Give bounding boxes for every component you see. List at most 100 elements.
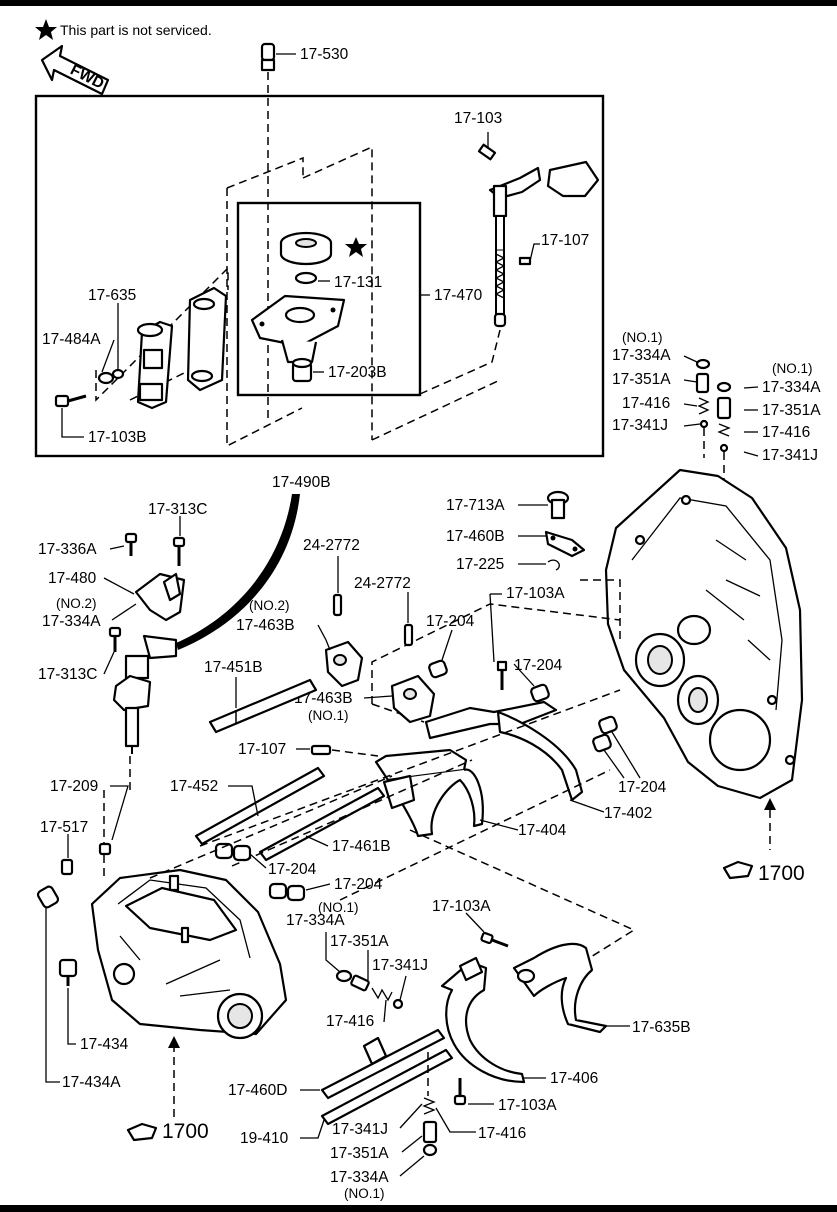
part-17-203B-bushing-icon — [291, 357, 313, 383]
label-17-203B: 17-203B — [328, 364, 387, 381]
part-17-635B-fork-icon — [512, 942, 608, 1034]
label-17-461B: 17-461B — [332, 838, 391, 855]
label-17-713A: 17-713A — [446, 497, 505, 514]
label-17-313C-bot: 17-313C — [38, 666, 97, 683]
detent-set-d-icon — [335, 969, 404, 1010]
part-17-484A-clip-icon — [97, 368, 125, 385]
inner-box-17-470 — [236, 201, 422, 397]
part-17-131-ring-icon — [294, 271, 318, 285]
label-17-434A: 17-434A — [62, 1074, 121, 1091]
label-17-334A-c: 17-334A — [42, 613, 101, 630]
part-17-451B-rod-icon — [208, 678, 318, 734]
label-17-451B: 17-451B — [204, 659, 263, 676]
label-17-416-d: 17-416 — [326, 1013, 374, 1030]
label-17-103A-top: 17-103A — [506, 585, 565, 602]
label-24-2772-a: 24-2772 — [303, 537, 360, 554]
label-17-635B: 17-635B — [632, 1019, 691, 1036]
part-17-103A-bolt-bot-icon — [453, 1078, 467, 1106]
detent-set-a-icon — [695, 358, 711, 429]
label-17-204-c: 17-204 — [618, 779, 667, 796]
label-17-404: 17-404 — [518, 822, 567, 839]
label-17-635: 17-635 — [88, 287, 136, 304]
label-17-406: 17-406 — [550, 1070, 598, 1087]
label-17-351A-a: 17-351A — [612, 371, 671, 388]
label-17-341J-a: 17-341J — [612, 417, 668, 434]
part-17-131-cap-icon — [279, 231, 333, 266]
label-17-470: 17-470 — [434, 287, 483, 304]
part-17-209-plug-icon — [98, 842, 112, 856]
label-17-484A: 17-484A — [42, 331, 101, 348]
label-17-103B: 17-103B — [88, 429, 147, 446]
label-17-463B-a: 17-463B — [236, 617, 295, 634]
label-17-416-b: 17-416 — [762, 424, 810, 441]
label-17-452: 17-452 — [170, 778, 218, 795]
reference-hand-icon-left — [126, 1122, 158, 1142]
label-17-402: 17-402 — [604, 805, 652, 822]
label-1700-right: 1700 — [758, 862, 805, 885]
part-17-204-bushing-b-icon — [530, 683, 550, 703]
label-17-313C-top: 17-313C — [148, 501, 207, 518]
part-17-313C-bolt-bot-icon — [108, 626, 122, 652]
right-transmission-case-icon — [604, 468, 804, 800]
label-17-416-a: 17-416 — [622, 395, 670, 412]
label-17-351A-e: 17-351A — [330, 1145, 389, 1162]
part-17-452-rod-icon — [194, 766, 326, 846]
part-17-204-bushing-d-icon — [214, 842, 252, 862]
part-17-463B-lug-b-icon — [390, 674, 436, 724]
not-serviced-star-icon — [345, 237, 367, 257]
star-icon — [35, 19, 57, 40]
label-17-460D: 17-460D — [228, 1082, 287, 1099]
label-17-341J-d: 17-341J — [372, 957, 428, 974]
detent-set-b-icon — [716, 381, 732, 453]
label-no1-d: (NO.1) — [318, 900, 359, 915]
part-24-2772-pin-b-icon — [403, 623, 414, 647]
part-17-204-bushing-a-icon — [428, 659, 448, 679]
part-shift-lever-icon — [477, 143, 600, 328]
label-17-530: 17-530 — [300, 46, 349, 63]
label-17-490B: 17-490B — [272, 474, 331, 491]
label-17-103: 17-103 — [454, 110, 502, 127]
part-17-406-fork-icon — [440, 956, 526, 1084]
label-17-336A: 17-336A — [38, 541, 97, 558]
part-17-463B-lug-a-icon — [324, 640, 364, 688]
part-24-2772-pin-a-icon — [332, 593, 343, 617]
label-17-107-top: 17-107 — [541, 232, 589, 249]
label-17-103A-bot: 17-103A — [498, 1097, 557, 1114]
label-17-517: 17-517 — [40, 819, 88, 836]
label-17-341J-e: 17-341J — [332, 1121, 388, 1138]
reference-hand-icon-right — [722, 860, 754, 880]
label-19-410: 19-410 — [240, 1130, 289, 1147]
part-17-530-bolt-icon — [260, 42, 276, 72]
label-17-209: 17-209 — [50, 778, 98, 795]
label-no2-a: (NO.2) — [56, 596, 97, 611]
bottom-border-bar — [0, 1205, 837, 1212]
part-shift-selector-icon — [112, 634, 178, 754]
part-17-434A-bolt-icon — [36, 885, 60, 909]
label-17-107-mid: 17-107 — [238, 741, 286, 758]
part-17-517-bolt-icon — [60, 858, 74, 876]
part-19-410-rod-icon — [320, 1048, 454, 1126]
part-17-460D-rod-icon — [320, 1028, 446, 1100]
part-17-404-fork-icon — [374, 748, 484, 838]
part-17-460D-lug-icon — [362, 1036, 388, 1066]
label-17-225: 17-225 — [456, 556, 504, 573]
not-serviced-note: This part is not serviced. — [60, 22, 212, 38]
left-transmission-case-icon — [90, 868, 288, 1040]
part-17-460B-link-icon — [544, 530, 586, 558]
part-17-402-fork-icon — [424, 700, 584, 802]
part-bracket-icon — [186, 286, 228, 392]
label-17-434: 17-434 — [80, 1036, 129, 1053]
part-17-103A-bolt-mid-icon — [480, 931, 509, 948]
label-17-204-a: 17-204 — [426, 613, 475, 630]
top-border-bar — [0, 0, 837, 6]
assembly-box-17-490B — [34, 94, 605, 458]
part-17-103B-bolt-icon — [54, 394, 87, 408]
part-17-635-selector-icon — [136, 320, 174, 410]
label-1700-left: 1700 — [162, 1120, 209, 1143]
part-17-107-pin-mid-icon — [310, 744, 332, 756]
label-17-334A-e: 17-334A — [330, 1169, 389, 1186]
part-17-434-plug-icon — [58, 958, 78, 986]
part-17-461B-rod-icon — [258, 786, 386, 862]
label-17-351A-b: 17-351A — [762, 402, 821, 419]
